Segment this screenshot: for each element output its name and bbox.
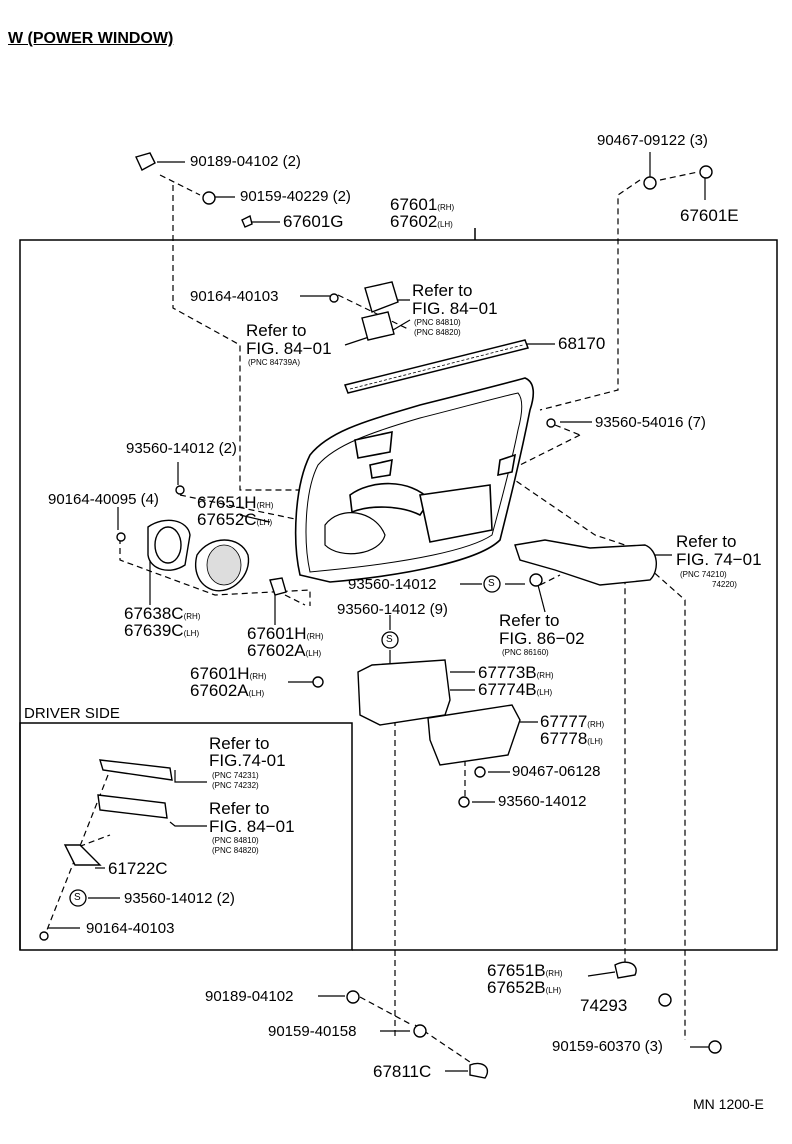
small-parts [39, 152, 722, 1079]
part-label-67651h: 67651H(RH) [197, 493, 274, 512]
pnc-84820-top: (PNC 84820) [414, 328, 461, 337]
part-label-67778: 67778(LH) [540, 729, 603, 748]
part-label-90467-09122: 90467-09122 (3) [597, 132, 708, 149]
part-label-67773b: 67773B(RH) [478, 663, 554, 682]
driver-side-label: DRIVER SIDE [24, 705, 120, 722]
part-label-90159-60370: 90159-60370 (3) [552, 1038, 663, 1055]
part-label-90159-40229: 90159-40229 (2) [240, 188, 351, 205]
part-label-67602a-a: 67602A(LH) [247, 641, 322, 660]
refer-to-label-mid: Refer to [246, 321, 307, 340]
part-label-67601h-b: 67601H(RH) [190, 664, 267, 683]
pnc-84739a: (PNC 84739A) [248, 358, 301, 367]
page-code: MN 1200-E [693, 1096, 764, 1112]
part-label-67601g: 67601G [283, 212, 344, 231]
part-label-67777: 67777(RH) [540, 712, 605, 731]
part-label-67774b: 67774B(LH) [478, 680, 553, 699]
s-symbol-right: S [488, 578, 495, 589]
part-label-90189-04102-top: 90189-04102 (2) [190, 153, 301, 170]
part-label-93560-14012-ds: 93560-14012 (2) [124, 890, 235, 907]
part-label-93560-14012-s: 93560-14012 [348, 576, 437, 593]
weatherstrip-68170 [344, 339, 529, 394]
fig-ref-84-01-top: FIG. 84−01 [412, 299, 498, 318]
part-label-93560-54016: 93560-54016 (7) [595, 414, 706, 431]
pnc-74220: 74220) [712, 580, 737, 589]
part-label-67651b: 67651B(RH) [487, 961, 563, 980]
refer-to-label-top: Refer to [412, 281, 473, 300]
s-symbol-center: S [386, 634, 393, 645]
part-label-67601-rh: 67601(RH) [390, 195, 455, 214]
driver-side-box [19, 722, 353, 951]
main-frame [19, 239, 778, 951]
refer-to-label-right: Refer to [676, 532, 737, 551]
part-label-90164-40095: 90164-40095 (4) [48, 491, 159, 508]
part-label-67639c: 67639C(LH) [124, 621, 200, 640]
s-symbol-driver: S [74, 892, 81, 903]
fig-ref-86-02: FIG. 86−02 [499, 629, 585, 648]
part-label-67811c: 67811C [373, 1062, 432, 1081]
door-trim-panel [294, 377, 535, 583]
part-label-74293: 74293 [580, 996, 628, 1015]
refer-to-label-ds1: Refer to [209, 734, 270, 753]
refer-to-label-86: Refer to [499, 611, 560, 630]
fig-ref-74-01-ds: FIG.74-01 [209, 751, 286, 770]
pnc-86160: (PNC 86160) [502, 648, 549, 657]
part-label-90164-40103-top: 90164-40103 [190, 288, 279, 305]
part-label-93560-14012-9: 93560-14012 (9) [337, 601, 448, 618]
fig-ref-84-01-ds: FIG. 84−01 [209, 817, 295, 836]
part-label-67601e: 67601E [680, 206, 739, 225]
part-label-67601h-a: 67601H(RH) [247, 624, 324, 643]
part-label-67652c: 67652C(LH) [197, 510, 273, 529]
part-label-67602-lh: 67602(LH) [390, 212, 453, 231]
part-label-61722c: 61722C [108, 859, 168, 878]
part-label-67652b: 67652B(LH) [487, 978, 562, 997]
part-label-90189-04102-bot: 90189-04102 [205, 988, 294, 1005]
fig-ref-74-01-right: FIG. 74−01 [676, 550, 762, 569]
part-label-93560-14012-bot: 93560-14012 [498, 793, 587, 810]
part-label-90467-06128: 90467-06128 [512, 763, 601, 780]
part-label-67602a-b: 67602A(LH) [190, 681, 265, 700]
part-label-68170: 68170 [558, 334, 606, 353]
part-label-93560-14012-2: 93560-14012 (2) [126, 440, 237, 457]
pnc-84810-ds: (PNC 84810) [212, 836, 259, 845]
s-marker-driver [69, 889, 87, 907]
part-label-90164-40103-ds: 90164-40103 [86, 920, 175, 937]
part-label-67638c: 67638C(RH) [124, 604, 201, 623]
pnc-84820-ds: (PNC 84820) [212, 846, 259, 855]
s-marker-right [483, 575, 501, 593]
pnc-84810-top: (PNC 84810) [414, 318, 461, 327]
fig-ref-84-01-mid: FIG. 84−01 [246, 339, 332, 358]
pnc-74210: (PNC 74210) [680, 570, 727, 579]
page-title: W (POWER WINDOW) [8, 30, 174, 47]
s-marker-center [381, 631, 399, 649]
part-label-90159-40158: 90159-40158 [268, 1023, 357, 1040]
pnc-74231: (PNC 74231) [212, 771, 259, 780]
pnc-74232: (PNC 74232) [212, 781, 259, 790]
refer-to-label-ds2: Refer to [209, 799, 270, 818]
